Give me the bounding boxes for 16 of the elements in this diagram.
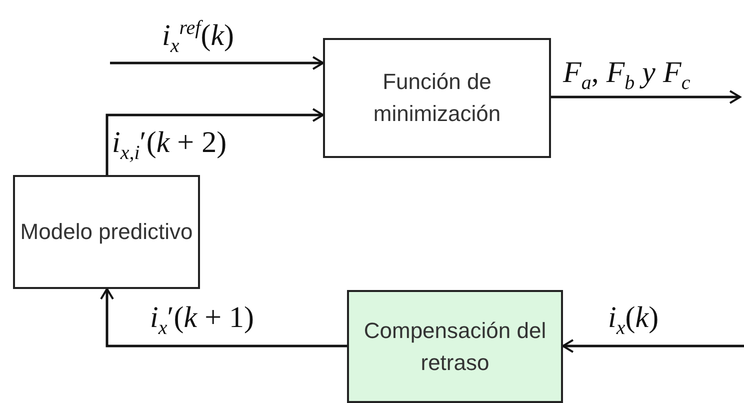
box-label: Compensación del retraso (362, 316, 548, 376)
box-label: Función de minimización (372, 68, 502, 128)
arrow (551, 90, 741, 104)
process-box (347, 290, 563, 403)
arrow (100, 288, 347, 348)
process-box (323, 38, 551, 158)
arrow (110, 56, 324, 70)
edge-label: F$_{a}$, F$_{b}$ y F$_{c}$ (563, 58, 690, 93)
box-label: Modelo predictivo (20, 218, 193, 246)
arrow (562, 339, 744, 353)
edge-label: i$_{x}$′(k + 1) (150, 303, 254, 338)
edge-label: i$_{x,i}$′(k + 2) (112, 128, 227, 163)
edge-label: i$_{x}$(k) (608, 303, 659, 338)
arrow (106, 108, 324, 175)
process-box (13, 175, 200, 289)
edge-label: i$_{x}$$^{ref}$(k) (162, 18, 234, 56)
